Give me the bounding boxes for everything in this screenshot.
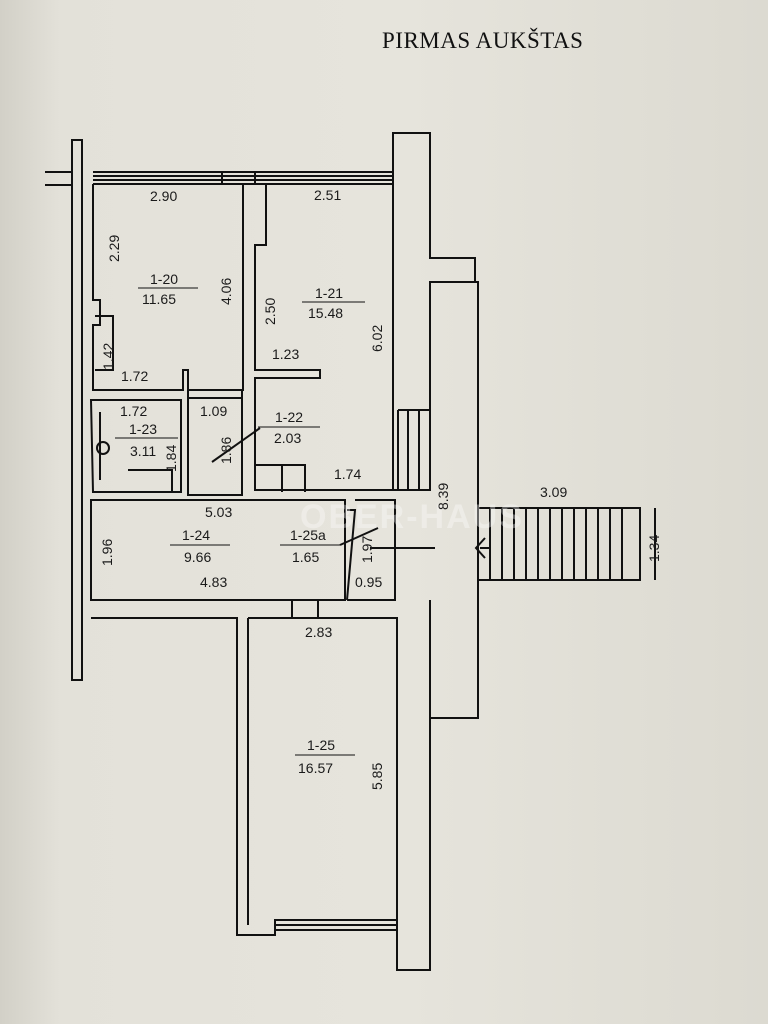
walls: [45, 132, 490, 971]
room-1-24: 1-24 9.66: [170, 527, 230, 565]
room-id: 1-23: [129, 421, 157, 437]
room-id: 1-25: [307, 737, 335, 753]
room-area: 15.48: [308, 305, 343, 321]
dimension-label: 1.96: [99, 539, 115, 566]
dimension-label: 6.02: [369, 325, 385, 352]
room-area: 9.66: [184, 549, 211, 565]
room-area: 16.57: [298, 760, 333, 776]
dimension-label: 8.39: [435, 483, 451, 510]
room-1-21: 1-21 15.48: [302, 285, 365, 321]
dimension-label: 1.09: [200, 403, 227, 419]
stairs: [478, 507, 656, 581]
room-1-22: 1-22 2.03: [258, 409, 320, 446]
room-1-25: 1-25 16.57: [295, 737, 355, 776]
dimension-label: 4.83: [200, 574, 227, 590]
dimension-label: 1.84: [163, 445, 179, 472]
watermark: OBER-HAUS: [300, 498, 524, 536]
room-id: 1-22: [275, 409, 303, 425]
toilet-icon: [96, 441, 110, 455]
dimension-label: 2.51: [314, 187, 341, 203]
floor-title: PIRMAS AUKŠTAS: [382, 28, 584, 53]
dimension-label: 2.90: [150, 188, 177, 204]
dimension-label: 5.85: [369, 763, 385, 790]
leader-line-1-22: [211, 427, 261, 463]
room-id: 1-25a: [290, 527, 326, 543]
leader-line-1-25a: [339, 527, 379, 546]
room-area: 2.03: [274, 430, 301, 446]
dimension-label: 1.86: [218, 437, 234, 464]
dimension-label: 0.95: [355, 574, 382, 590]
room-area: 1.65: [292, 549, 319, 565]
dimension-label: 2.29: [106, 235, 122, 262]
room-area: 3.11: [130, 443, 156, 459]
dimension-label: 5.03: [205, 504, 232, 520]
dimension-label: 3.09: [540, 484, 567, 500]
dimension-label: 2.83: [305, 624, 332, 640]
dimension-label: 4.06: [218, 278, 234, 305]
dimension-label: 1.34: [646, 535, 662, 562]
dimension-label: 1.97: [359, 536, 375, 563]
dimension-label: 1.42: [100, 343, 116, 370]
room-id: 1-21: [315, 285, 343, 301]
room-1-20: 1-20 11.65: [138, 271, 198, 307]
dimension-label: 2.50: [262, 298, 278, 325]
dimension-label: 1.23: [272, 346, 299, 362]
dimension-label: 1.74: [334, 466, 361, 482]
room-area: 11.65: [142, 291, 176, 307]
room-1-25a: 1-25a 1.65: [280, 527, 340, 565]
dimension-labels: 2.90 2.51 2.29 4.06 2.50 6.02 1.42 1.72 …: [99, 187, 662, 790]
room-id: 1-24: [182, 527, 210, 543]
fixture-icon: [95, 315, 114, 371]
dimension-label: 1.72: [121, 368, 148, 384]
room-id: 1-20: [150, 271, 178, 287]
room-1-23: 1-23 3.11: [115, 421, 178, 459]
dimension-label: 1.72: [120, 403, 147, 419]
